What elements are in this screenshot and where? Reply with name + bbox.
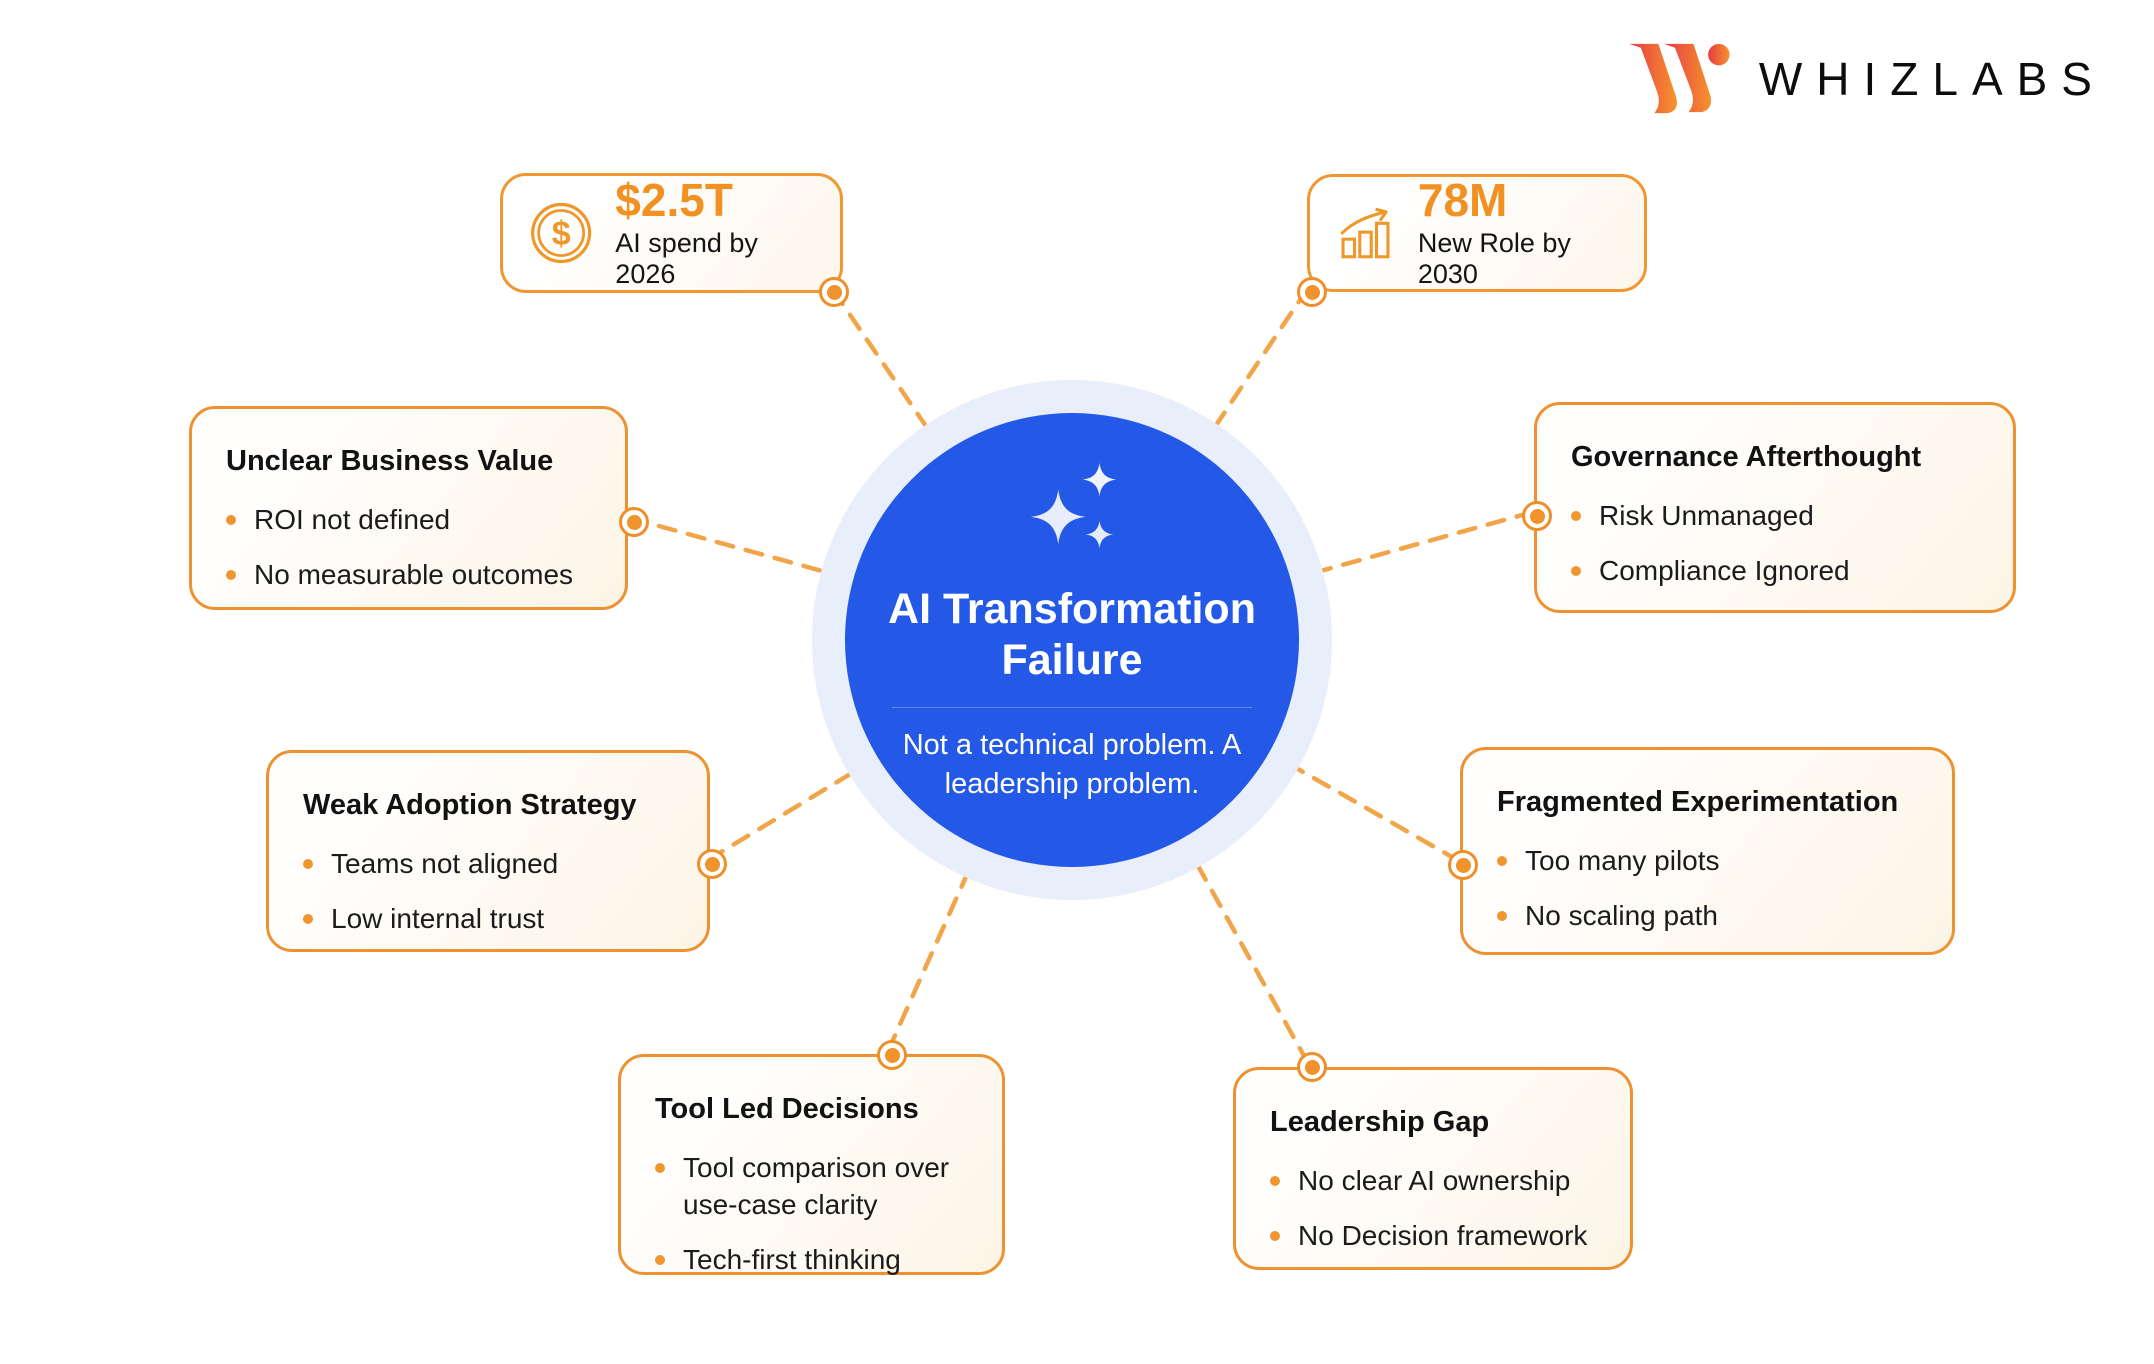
- bullet-dot-icon: [226, 515, 236, 525]
- bullet-text: Tool comparison over use-case clarity: [683, 1152, 950, 1220]
- whizlabs-logo-text: WHIZLABS: [1758, 53, 2106, 105]
- node-dot: [1304, 284, 1320, 300]
- bullet-dot-icon: [655, 1163, 665, 1173]
- bullet-dot-icon: [1270, 1176, 1280, 1186]
- center-title: AI Transformation Failure: [888, 584, 1256, 685]
- bullet-text: No clear AI ownership: [1298, 1165, 1571, 1196]
- bullet-text: Compliance Ignored: [1599, 554, 1850, 586]
- node-dot: [626, 514, 642, 530]
- bullet-text: Risk Unmanaged: [1599, 500, 1814, 531]
- cause-title: Governance Afterthought: [1571, 441, 1922, 473]
- bullet-item: No Decision framework: [1270, 1218, 1596, 1255]
- center-subtitle: Not a technical problem. A leadership pr…: [902, 729, 1242, 801]
- growth-chart-icon: [1340, 207, 1390, 259]
- center-circle: AI Transformation Failure Not a technica…: [845, 413, 1299, 867]
- stat-value: 78M: [1417, 173, 1508, 226]
- whizlabs-logo: WHIZLABS: [1615, 40, 2106, 118]
- connector-node: [877, 1040, 907, 1070]
- cause-box-leadership-gap: Leadership Gap No clear AI ownership No …: [1233, 1052, 1633, 1270]
- bullet-text: Low internal trust: [331, 902, 545, 934]
- bullet-item: Low internal trust: [303, 901, 673, 938]
- connector-node: [1522, 501, 1552, 531]
- bullet-item: No measurable outcomes: [226, 557, 591, 594]
- connector-node: [819, 277, 849, 307]
- bullet-text: No measurable outcomes: [254, 558, 574, 590]
- bullet-dot-icon: [1571, 511, 1581, 521]
- whizlabs-logo-mark: [1628, 43, 1730, 114]
- bullet-text: Too many pilots: [1525, 845, 1720, 876]
- connector-node: [1297, 1052, 1327, 1082]
- node-dot: [704, 856, 720, 872]
- connector-node: [619, 507, 649, 537]
- bullet-dot-icon: [1571, 565, 1581, 576]
- bullet-dot-icon: [303, 913, 313, 924]
- stat-card-ai-spend: $ $2.5T AI spend by 2026: [500, 173, 849, 307]
- bullet-item: Compliance Ignored: [1571, 553, 1979, 590]
- bullet-dot-icon: [1497, 856, 1507, 866]
- sparkles-icon: [1030, 462, 1117, 548]
- bullet-item: Tech-first thinking: [655, 1242, 968, 1279]
- bullet-dot-icon: [226, 569, 236, 580]
- bullet-dot-icon: [1270, 1230, 1280, 1241]
- cause-title: Tool Led Decisions: [655, 1093, 919, 1125]
- bullet-item: ROI not defined: [226, 502, 591, 539]
- bullet-dot-icon: [655, 1254, 665, 1265]
- node-dot: [826, 284, 842, 300]
- center-divider: [892, 706, 1252, 709]
- node-dot: [884, 1047, 900, 1063]
- bullet-item: Tool comparison over use-case clarity: [655, 1150, 968, 1224]
- bullet-text: Teams not aligned: [331, 848, 559, 879]
- cause-title: Leadership Gap: [1270, 1106, 1490, 1138]
- cause-title: Unclear Business Value: [226, 445, 554, 477]
- cause-box-tool-led-decisions: Tool Led Decisions Tool comparison over …: [618, 1040, 1005, 1275]
- cause-title: Weak Adoption Strategy: [303, 789, 637, 821]
- bullet-item: Too many pilots: [1497, 843, 1918, 880]
- bullet-item: Risk Unmanaged: [1571, 498, 1979, 535]
- bullet-item: No clear AI ownership: [1270, 1163, 1596, 1200]
- bullet-text: No Decision framework: [1298, 1219, 1588, 1251]
- cause-box-fragmented-experimentation: Fragmented Experimentation Too many pilo…: [1448, 747, 1955, 955]
- stat-value: $2.5T: [615, 173, 733, 226]
- bullet-item: Teams not aligned: [303, 846, 673, 883]
- bullet-item: No scaling path: [1497, 898, 1918, 935]
- cause-box-unclear-business-value: Unclear Business Value ROI not defined N…: [189, 406, 649, 610]
- stat-label: AI spend by 2026: [615, 228, 758, 290]
- bullet-dot-icon: [1497, 910, 1507, 921]
- node-dot: [1304, 1059, 1320, 1075]
- center-halo-ring: AI Transformation Failure Not a technica…: [812, 380, 1332, 900]
- bullet-text: ROI not defined: [254, 504, 451, 535]
- stat-card-new-roles: 78M New Role by 2030: [1297, 173, 1647, 307]
- dollar-coin-icon: $: [531, 202, 592, 264]
- connector-node: [697, 849, 727, 879]
- bullet-text: No scaling path: [1525, 899, 1719, 931]
- connector-node: [1297, 277, 1327, 307]
- bullet-dot-icon: [303, 859, 313, 869]
- node-dot: [1529, 508, 1545, 524]
- stat-label: New Role by 2030: [1417, 228, 1571, 290]
- cause-box-governance-afterthought: Governance Afterthought Risk Unmanaged C…: [1522, 402, 2016, 613]
- node-dot: [1455, 857, 1471, 873]
- cause-title: Fragmented Experimentation: [1497, 786, 1899, 818]
- cause-box-weak-adoption-strategy: Weak Adoption Strategy Teams not aligned…: [266, 750, 727, 952]
- bullet-text: Tech-first thinking: [683, 1243, 901, 1275]
- connector-node: [1448, 850, 1478, 880]
- svg-text:$: $: [552, 215, 571, 253]
